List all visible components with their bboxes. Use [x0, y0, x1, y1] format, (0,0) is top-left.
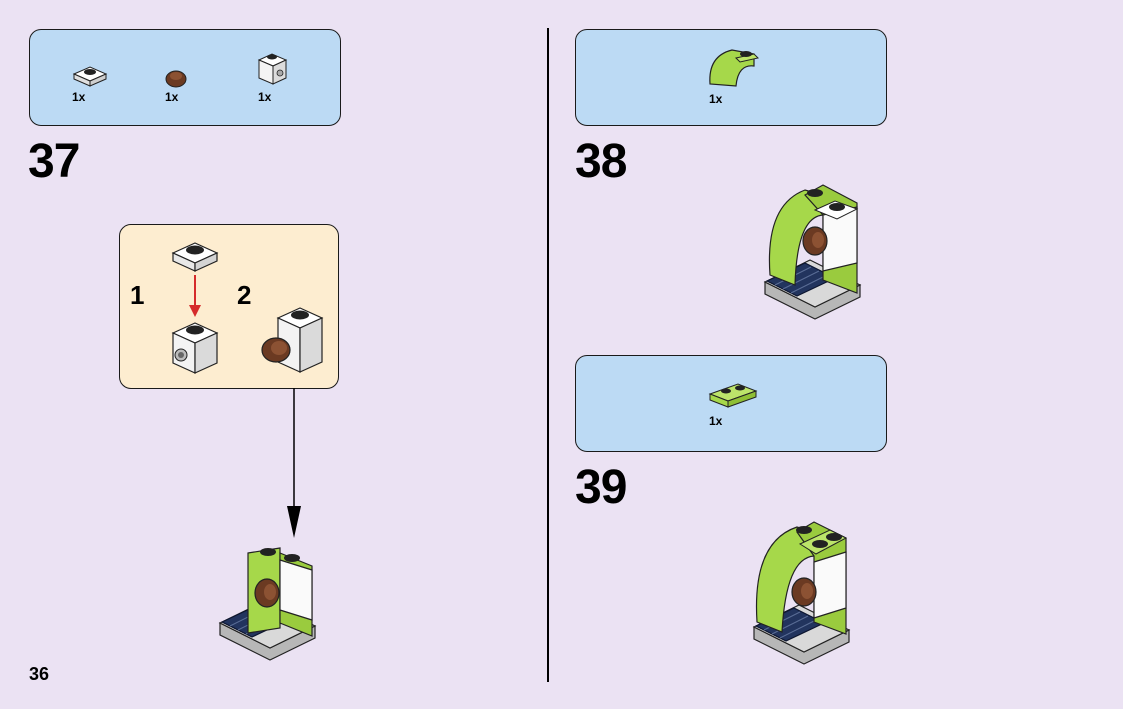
- step-38-number: 38: [575, 135, 627, 188]
- substep-2-illustration: [261, 307, 324, 373]
- page-divider: [547, 28, 549, 682]
- substep-1-number: 1: [130, 280, 145, 310]
- substep-2-number: 2: [237, 280, 252, 310]
- step-39-number: 39: [575, 461, 627, 514]
- step-38-parts-box: 1x: [575, 29, 887, 126]
- subassembly-box: 1 2: [119, 224, 339, 389]
- lime-curved-slope-icon: [709, 49, 759, 87]
- lime-plate-1x2-icon: [708, 383, 758, 408]
- step-39-part-1-qty: 1x: [709, 414, 723, 428]
- step-39-model: [753, 521, 850, 665]
- step-38-part-1-qty: 1x: [709, 92, 723, 106]
- white-brick-with-stud-icon: [257, 53, 288, 85]
- step-37-part-1-qty: 1x: [72, 90, 86, 104]
- substep-1-illustration: [171, 242, 219, 374]
- step-37-part-3-qty: 1x: [258, 90, 272, 104]
- placement-arrow: [287, 388, 301, 538]
- white-plate-1x1-icon: [72, 66, 108, 87]
- step-39-parts-box: 1x: [575, 355, 887, 452]
- page-number: 36: [29, 664, 50, 684]
- step-37-number: 37: [28, 135, 80, 188]
- brown-round-tile-icon: [165, 70, 187, 88]
- step-38-model: [764, 184, 861, 320]
- step-37-parts-box: 1x 1x 1x: [29, 29, 341, 126]
- step-37-part-2-qty: 1x: [165, 90, 179, 104]
- step-37-model: [219, 547, 316, 661]
